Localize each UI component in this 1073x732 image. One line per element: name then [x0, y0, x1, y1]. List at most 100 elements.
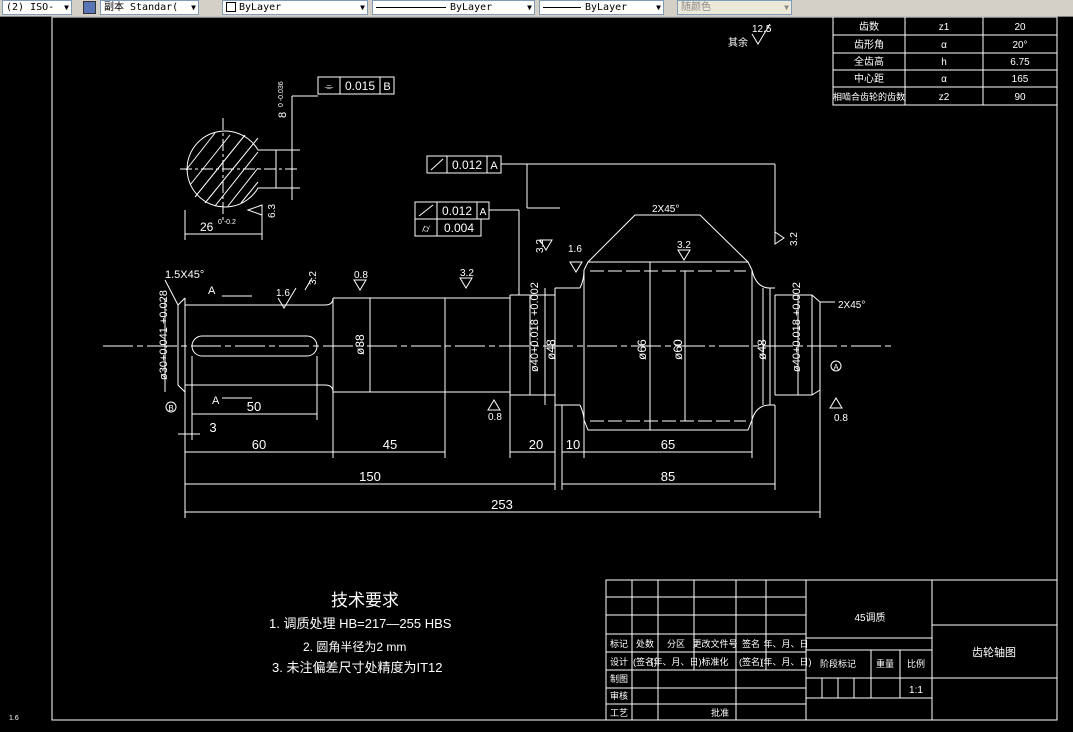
layer-dropdown[interactable]: ByLayer ▼	[222, 0, 368, 15]
chamfer-top-label: 2X45°	[652, 204, 679, 215]
properties-toolbar: (2) ISO- ▼ 副本 Standar( ▼ ByLayer ▼ ByLay…	[0, 0, 1073, 17]
gear-row-symbol: z2	[939, 92, 950, 103]
linetype-sample	[376, 6, 446, 8]
diameter-40-right-dim: ø40+0.018 +0.002	[791, 282, 803, 372]
datum-b-marker	[165, 401, 177, 413]
tb-header-date: 年、月、日	[763, 638, 808, 649]
tb-date-2: (年、月、日)	[761, 656, 812, 667]
tb-design: 设计	[610, 656, 628, 667]
parallel-datum-ref: B	[383, 81, 390, 93]
lineweight-dropdown[interactable]: ByLayer ▼	[539, 0, 664, 15]
gear-row-name: 齿形角	[854, 39, 884, 51]
datum-b-label: B	[168, 404, 173, 413]
dim-style-value: 副本 Standar(	[104, 2, 179, 13]
roughness-value: 3.2	[789, 232, 800, 246]
tb-header-mark: 标记	[610, 638, 628, 649]
dim-150: 150	[359, 469, 381, 484]
scale-value: 1:1	[909, 685, 923, 696]
title-block	[605, 579, 1058, 721]
tb-stage-mark: 阶段标记	[820, 658, 856, 669]
drawing-border	[51, 16, 1058, 721]
tb-date-1: (年、月、日)	[651, 656, 702, 667]
roughness-value: 1.6	[568, 244, 582, 255]
tb-weight: 重量	[876, 658, 894, 669]
tb-drawing: 制图	[610, 673, 628, 684]
roughness-value: 3.2	[460, 268, 474, 279]
tech-req-note-3: 3. 未注偏差尺寸处精度为IT12	[272, 660, 442, 675]
shaft-main-view	[103, 214, 893, 431]
dim-60: 60	[252, 437, 266, 452]
runout-datum-ref: A	[490, 160, 498, 172]
diameter-60-dim: ø60	[671, 339, 685, 360]
chevron-down-icon: ▼	[784, 3, 789, 12]
parallel-icon: ⌯	[325, 81, 334, 93]
keyway-depth-dim: 8	[277, 112, 289, 118]
runout-arrow-icon	[430, 158, 444, 171]
roughness-value: 0.8	[354, 270, 368, 281]
runout-tolerance-value: 0.012	[452, 158, 482, 172]
section-a-label-top: A	[208, 285, 216, 297]
layer-color-icon	[226, 2, 236, 12]
gear-row-value: 20	[1014, 22, 1026, 33]
runout2-tolerance-value: 0.012	[442, 204, 472, 218]
linetype-value: ByLayer	[450, 2, 493, 13]
gear-row-value: 6.75	[1010, 57, 1030, 68]
section-a-label-bottom: A	[212, 395, 220, 407]
tb-sign-1: (签名)	[633, 656, 657, 667]
roughness-symbol-icon	[751, 23, 771, 45]
chamfer-left-label: 1.5X45°	[165, 269, 204, 281]
horizontal-dimensions	[178, 356, 821, 518]
text-style-value: (2) ISO-	[6, 2, 55, 13]
roughness-other-label: 其余	[728, 36, 748, 49]
cylindricity-icon: ⌭	[422, 223, 430, 235]
dim-253: 253	[491, 497, 513, 512]
parallel-tolerance-value: 0.015	[345, 79, 375, 93]
cylindricity-tolerance-frame	[414, 218, 482, 237]
gear-row-name: 齿数	[859, 20, 879, 33]
roughness-value: 3.2	[677, 240, 691, 251]
roughness-value: 3.2	[535, 239, 546, 253]
keyway-depth-tol: 0 -0.036	[278, 81, 285, 107]
gear-row-name: 全齿高	[854, 55, 884, 68]
chevron-down-icon: ▼	[191, 3, 196, 12]
cylindricity-tolerance-value: 0.004	[444, 221, 474, 235]
tb-scale-label: 比例	[907, 658, 925, 669]
gear-parameter-table	[832, 16, 1058, 106]
linetype-dropdown[interactable]: ByLayer ▼	[372, 0, 535, 15]
tech-req-note-2: 2. 圆角半径为2 mm	[303, 640, 406, 654]
text-style-dropdown[interactable]: (2) ISO- ▼	[2, 0, 72, 15]
roughness-value: 1.6	[276, 288, 290, 299]
layer-value: ByLayer	[239, 2, 282, 13]
keyway-width-tol: 0 -0.2	[218, 219, 236, 226]
tb-review: 审核	[610, 690, 628, 701]
diameter-30-dim: ø30+0.041 +0.028	[158, 290, 170, 380]
keyway-section-view	[180, 95, 318, 240]
diameter-48-left-dim: ø48	[544, 339, 558, 360]
tech-req-title: 技术要求	[331, 591, 399, 610]
roughness-value: 12.5	[752, 24, 772, 35]
gear-row-name: 相啮合齿轮的齿数	[833, 91, 905, 102]
datum-a-label: A	[833, 363, 839, 372]
tb-header-zone: 分区	[667, 639, 685, 649]
tb-header-count: 处数	[636, 638, 654, 649]
plot-style-value: 随颜色	[681, 2, 711, 13]
dim-65: 65	[661, 437, 675, 452]
dim-20: 20	[529, 437, 543, 452]
gear-row-symbol: z1	[939, 22, 950, 33]
diameter-66-dim: ø66	[635, 339, 649, 360]
material-label: 45调质	[854, 612, 885, 624]
roughness-symbol-icon	[246, 204, 263, 216]
chevron-down-icon: ▼	[527, 3, 532, 12]
dimension-style-icon[interactable]	[83, 1, 96, 14]
gear-row-value: 90	[1014, 92, 1026, 103]
gear-row-name: 中心距	[854, 72, 884, 85]
plot-style-dropdown[interactable]: 随颜色 ▼	[677, 0, 792, 15]
roughness-symbols	[277, 231, 843, 411]
dim-85: 85	[661, 469, 675, 484]
dim-style-dropdown[interactable]: 副本 Standar( ▼	[100, 0, 199, 15]
roughness-value: 0.8	[488, 412, 502, 423]
dim-10: 10	[566, 437, 580, 452]
roughness-value: 0.8	[834, 413, 848, 424]
drawing-name: 齿轮轴图	[972, 645, 1016, 659]
